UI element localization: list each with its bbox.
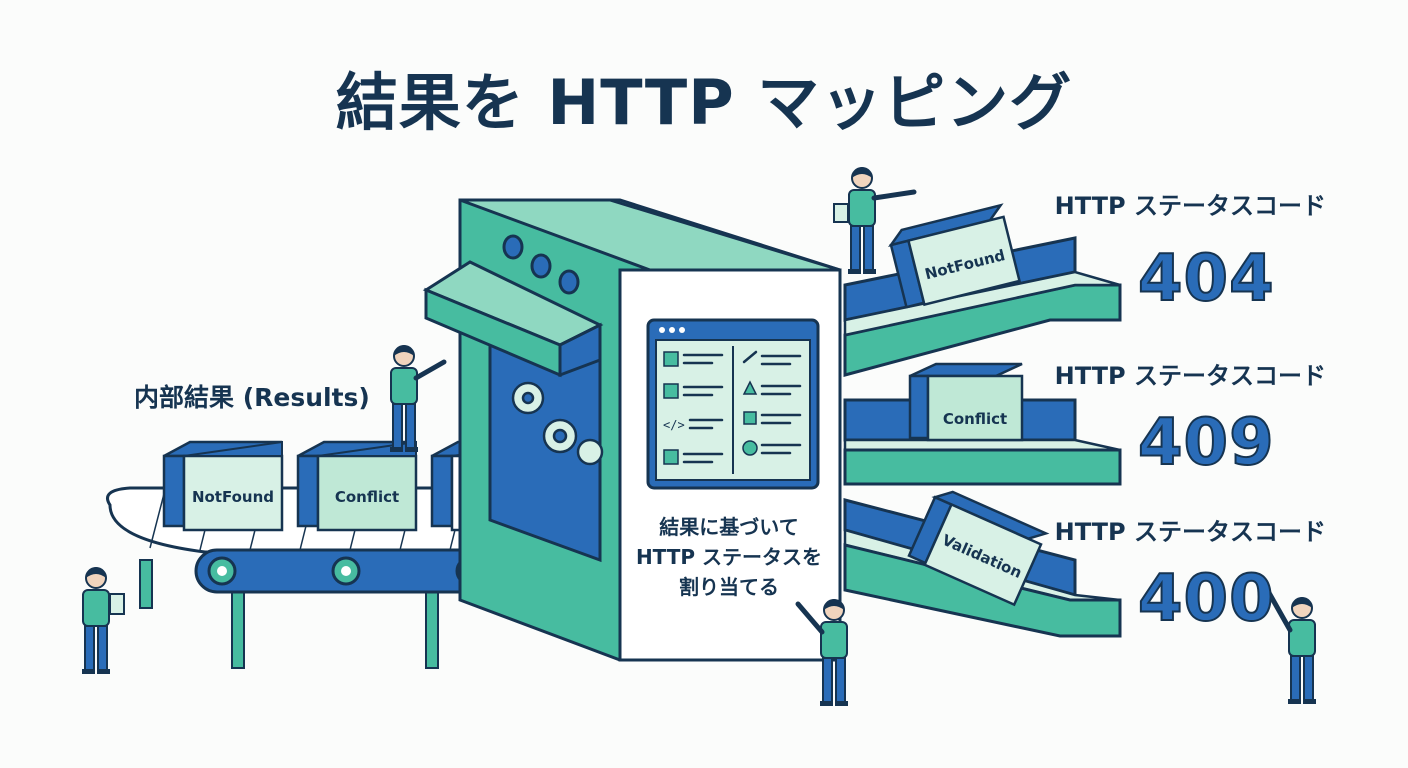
person-machine: [795, 598, 849, 707]
person-top: [833, 166, 917, 275]
page-title: 結果を HTTP マッピング: [335, 66, 1073, 139]
output-box-conflict: Conflict: [908, 362, 1024, 442]
svg-text:</>: </>: [663, 418, 685, 432]
gear-icon: [511, 381, 604, 466]
output-box-notfound: NotFound: [888, 203, 1022, 309]
mapping-machine: </>: [422, 198, 842, 662]
input-box-notfound-label: NotFound: [192, 488, 274, 506]
output-code-404: 404: [1137, 241, 1275, 317]
person-right: [1261, 581, 1317, 705]
input-box-conflict: Conflict: [296, 440, 418, 532]
input-box-conflict-label: Conflict: [335, 488, 399, 506]
person-left: [81, 566, 125, 675]
machine-caption: 結果に基づいて HTTP ステータスを 割り当てる: [624, 512, 834, 602]
person-on-belt: [389, 344, 447, 453]
output-code-400: 400: [1137, 561, 1275, 637]
output-box-validation: Validation: [907, 490, 1050, 607]
output-box-conflict-label: Conflict: [943, 410, 1007, 428]
output-code-409: 409: [1137, 405, 1275, 481]
output-label-2: HTTP ステータスコード: [1054, 362, 1326, 390]
output-label-1: HTTP ステータスコード: [1054, 192, 1326, 220]
machine-caption-line2: HTTP ステータスを: [635, 545, 823, 569]
machine-caption-line3: 割り当てる: [679, 575, 779, 599]
source-label: 内部結果 (Results): [134, 383, 370, 412]
input-box-notfound: NotFound: [162, 440, 284, 532]
machine-caption-line1: 結果に基づいて: [659, 515, 799, 539]
output-label-3: HTTP ステータスコード: [1054, 518, 1326, 546]
